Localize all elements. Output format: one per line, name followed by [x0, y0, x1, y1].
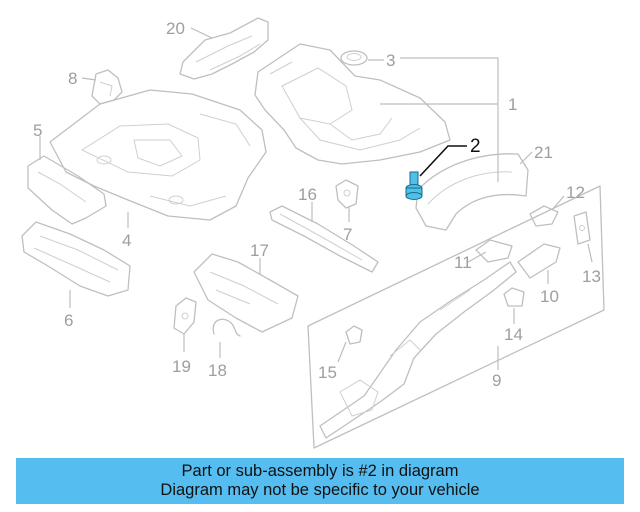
leader-lines [39, 27, 593, 370]
callout-13: 13 [582, 267, 601, 286]
callout-labels: 20 3 1 8 5 4 6 7 16 17 19 18 21 12 11 13… [33, 19, 601, 390]
caption-banner: Part or sub-assembly is #2 in diagram Di… [16, 458, 624, 504]
caption-line-1: Part or sub-assembly is #2 in diagram [181, 462, 459, 480]
callout-3: 3 [386, 51, 395, 70]
callout-19: 19 [172, 357, 191, 376]
callout-9: 9 [492, 371, 501, 390]
part-17-member [193, 253, 299, 333]
callout-21: 21 [534, 143, 553, 162]
part-20-panel [179, 17, 269, 80]
part-5-side-member [27, 155, 107, 225]
part-3-plug [340, 50, 368, 66]
part-13-bracket [573, 211, 591, 245]
part-21-wheelhouse [415, 153, 529, 231]
callout-4: 4 [122, 231, 131, 250]
callout-10: 10 [540, 287, 559, 306]
callout-15: 15 [318, 363, 337, 382]
part-8-bracket [91, 69, 123, 105]
part-15-bracket [345, 325, 363, 345]
callout-7: 7 [343, 225, 352, 244]
callout-5: 5 [33, 121, 42, 140]
callout-1: 1 [508, 95, 517, 114]
part-19-bracket [173, 297, 197, 335]
parts-diagram: 20 3 1 8 5 4 6 7 16 17 19 18 21 12 11 13… [21, 17, 605, 449]
leader-2-highlighted [419, 145, 467, 177]
callout-17: 17 [250, 241, 269, 260]
callout-6: 6 [64, 311, 73, 330]
caption-line-2: Diagram may not be specific to your vehi… [160, 481, 480, 499]
part-14-bracket [503, 287, 525, 307]
callout-14: 14 [504, 325, 523, 344]
part-10-bracket [517, 243, 561, 279]
part-12-bracket [529, 205, 559, 227]
callout-2-highlighted: 2 [470, 136, 481, 157]
callout-12: 12 [566, 183, 585, 202]
part-1-rear-floor [254, 43, 451, 165]
part-4-front-floor [49, 89, 267, 221]
part-11-bracket [475, 239, 513, 263]
callout-8: 8 [68, 69, 77, 88]
callout-16: 16 [298, 185, 317, 204]
part-9-inner-panel [307, 185, 605, 449]
part-18-hook [212, 318, 241, 337]
callout-11: 11 [454, 253, 472, 272]
part-7-bracket [335, 179, 359, 209]
part-2-bolt [405, 171, 423, 200]
part-6-rail [21, 221, 131, 297]
part-16-member [269, 205, 379, 273]
callout-20: 20 [166, 19, 185, 38]
callout-18: 18 [208, 361, 227, 380]
